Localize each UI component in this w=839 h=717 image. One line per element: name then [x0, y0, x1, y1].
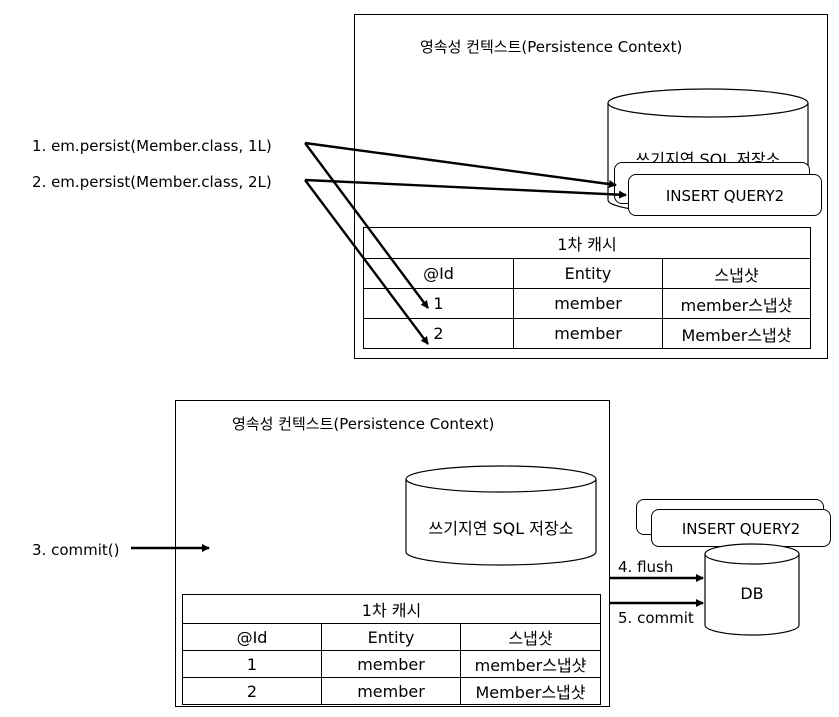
bottom-cache-header-entity: Entity [321, 623, 461, 651]
flush-label: 4. flush [618, 558, 674, 576]
top-cache-cell-entity: member [513, 288, 663, 319]
bottom-cache-cell-entity: member [321, 650, 461, 678]
commit-label: 5. commit [618, 609, 694, 627]
bottom-cache-cell-id: 1 [182, 650, 322, 678]
top-cache-header-entity: Entity [513, 258, 663, 289]
bottom-cache-cell-snapshot: member스냅샷 [460, 650, 601, 678]
top-cache-cell-id: 2 [363, 318, 514, 349]
top-cache-cell-snapshot: member스냅샷 [662, 288, 811, 319]
table-row: 1 member member스냅샷 [182, 650, 601, 678]
top-query-card: INSERT QUERY2 [628, 174, 822, 216]
bottom-query-label: INSERT QUERY2 [681, 520, 801, 538]
bottom-query-card: INSERT QUERY2 [651, 509, 831, 547]
commit-call: 3. commit() [32, 541, 120, 559]
top-query-label: INSERT QUERY2 [665, 187, 785, 205]
bottom-cache-header-id: @Id [182, 623, 322, 651]
table-row: 2 member Member스냅샷 [363, 318, 811, 349]
persist-call-2: 2. em.persist(Member.class, 2L) [32, 173, 272, 191]
persist-call-1: 1. em.persist(Member.class, 1L) [32, 137, 272, 155]
bottom-first-level-cache: 1차 캐시 @Id Entity 스냅샷 1 member member스냅샷 … [182, 594, 601, 705]
db-label: DB [740, 584, 764, 603]
bottom-context-title: 영속성 컨텍스트(Persistence Context) [232, 415, 495, 433]
top-cache-header-snapshot: 스냅샷 [662, 258, 811, 289]
top-first-level-cache: 1차 캐시 @Id Entity 스냅샷 1 member member스냅샷 … [363, 227, 811, 349]
bottom-cache-cell-snapshot: Member스냅샷 [460, 677, 601, 705]
bottom-sql-store-label: 쓰기지연 SQL 저장소 [428, 519, 574, 538]
bottom-cache-cell-entity: member [321, 677, 461, 705]
table-row: 1 member member스냅샷 [363, 288, 811, 319]
bottom-cache-header-snapshot: 스냅샷 [460, 623, 601, 651]
bottom-cache-cell-id: 2 [182, 677, 322, 705]
top-cache-header-id: @Id [363, 258, 514, 289]
table-row: 2 member Member스냅샷 [182, 677, 601, 705]
top-cache-cell-entity: member [513, 318, 663, 349]
top-cache-cell-snapshot: Member스냅샷 [662, 318, 811, 349]
top-cache-cell-id: 1 [363, 288, 514, 319]
top-context-title: 영속성 컨텍스트(Persistence Context) [420, 38, 683, 56]
top-cache-caption: 1차 캐시 [363, 227, 811, 259]
bottom-cache-caption: 1차 캐시 [182, 594, 601, 624]
